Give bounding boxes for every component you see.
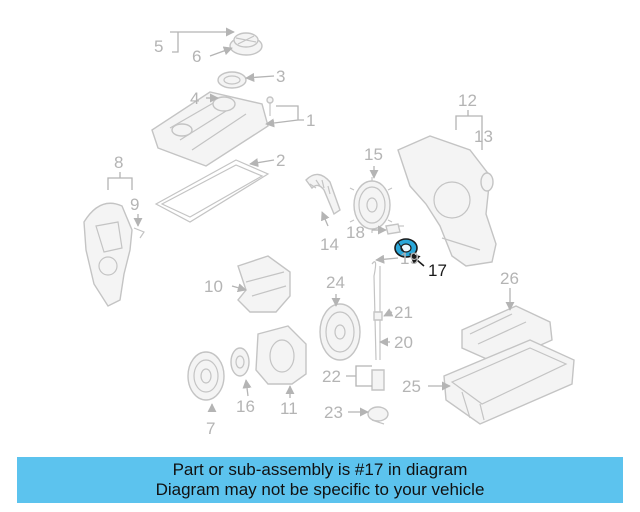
callout-24: 24: [326, 273, 345, 292]
oil-sensor: [367, 406, 389, 425]
valve-cover: [151, 91, 274, 167]
callout-10: 10: [204, 277, 223, 296]
callout-15: 15: [364, 145, 383, 164]
callout-16: 16: [236, 397, 255, 416]
callout-8: 8: [114, 153, 123, 172]
info-banner: Part or sub-assembly is #17 in diagram D…: [17, 457, 623, 503]
callout-23: 23: [324, 403, 343, 422]
oil-pan: [443, 339, 575, 425]
filler-seal: [217, 71, 247, 89]
callout-6: 6: [192, 47, 201, 66]
lower-timing-cover: [255, 325, 307, 385]
callout-22: 22: [322, 367, 341, 386]
callout-3: 3: [276, 67, 285, 86]
callout-17: 17: [428, 261, 447, 280]
callout-11: 11: [280, 399, 298, 418]
callout-5: 5: [154, 37, 163, 56]
dipstick-assembly: [371, 261, 385, 391]
callout-14: 14: [320, 235, 339, 254]
callout-1: 1: [306, 111, 315, 130]
callout-18: 18: [346, 223, 365, 242]
timing-belt-section: [305, 173, 341, 216]
callout-9: 9: [130, 195, 139, 214]
callout-13: 13: [474, 127, 493, 146]
callout-25: 25: [402, 377, 421, 396]
crankshaft-sprocket: [230, 347, 250, 377]
callout-7: 7: [206, 419, 215, 438]
camshaft-sprocket: [349, 177, 393, 233]
sprocket-bolt: [385, 223, 404, 235]
flywheel: [319, 303, 361, 361]
parts-diagram: 5 6 3 4 1 2 8 9 12 13 15 14 18 17 19 24 …: [83, 0, 575, 438]
banner-line-1: Part or sub-assembly is #17 in diagram: [172, 460, 468, 479]
callout-21: 21: [394, 303, 413, 322]
callout-26: 26: [500, 269, 519, 288]
timing-cover-right: [397, 135, 497, 267]
rear-timing-cover: [237, 255, 291, 313]
banner-line-2: Diagram may not be specific to your vehi…: [155, 480, 485, 499]
callout-4: 4: [190, 89, 199, 108]
timing-cover-left: [83, 202, 145, 307]
callout-2: 2: [276, 151, 285, 170]
callout-20: 20: [394, 333, 413, 352]
callout-12: 12: [458, 91, 477, 110]
part-17-highlighted: [394, 238, 418, 258]
callout-19: 19: [400, 249, 419, 268]
cover-gasket: [154, 159, 270, 223]
crankshaft-pulley: [187, 351, 225, 401]
oil-filler-cap: [229, 32, 263, 56]
